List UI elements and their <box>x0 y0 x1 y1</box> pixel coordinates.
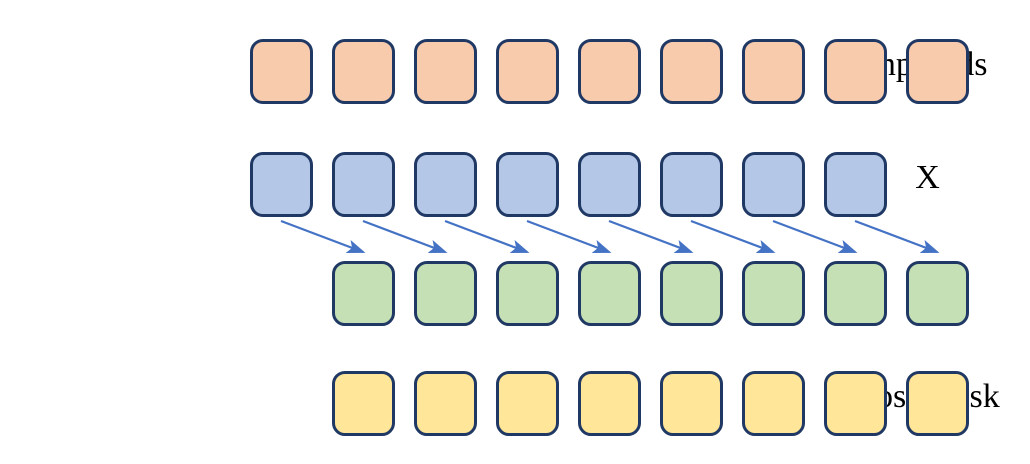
token-box-loss-mask-5 <box>660 371 723 436</box>
token-box-x-7 <box>742 152 805 217</box>
shift-arrow-3 <box>444 219 530 254</box>
shift-arrow-1 <box>280 219 366 254</box>
token-box-y-4 <box>578 261 641 326</box>
token-box-x-5 <box>578 152 641 217</box>
token-box-x-2 <box>332 152 395 217</box>
token-box-loss-mask-1 <box>332 371 395 436</box>
token-box-y-7 <box>824 261 887 326</box>
token-box-loss-mask-6 <box>742 371 805 436</box>
token-box-input-ids-6 <box>660 39 723 104</box>
row-label-x: X <box>915 159 940 196</box>
token-box-loss-mask-3 <box>496 371 559 436</box>
token-box-x-8 <box>824 152 887 217</box>
token-box-y-5 <box>660 261 723 326</box>
shift-arrow-5 <box>608 219 694 254</box>
token-box-input-ids-8 <box>824 39 887 104</box>
shift-arrow-4 <box>526 219 612 254</box>
token-box-y-6 <box>742 261 805 326</box>
token-box-y-8 <box>906 261 969 326</box>
token-box-x-4 <box>496 152 559 217</box>
token-box-loss-mask-8 <box>906 371 969 436</box>
shift-arrow-8 <box>854 219 940 254</box>
arrow-group <box>280 219 940 254</box>
token-box-x-1 <box>250 152 313 217</box>
shift-arrow-6 <box>690 219 776 254</box>
token-box-input-ids-2 <box>332 39 395 104</box>
token-box-x-6 <box>660 152 723 217</box>
token-box-x-3 <box>414 152 477 217</box>
token-box-y-1 <box>332 261 395 326</box>
shift-arrow-7 <box>772 219 858 254</box>
token-box-input-ids-4 <box>496 39 559 104</box>
token-box-input-ids-1 <box>250 39 313 104</box>
token-box-y-3 <box>496 261 559 326</box>
token-box-y-2 <box>414 261 477 326</box>
token-box-input-ids-7 <box>742 39 805 104</box>
token-box-loss-mask-4 <box>578 371 641 436</box>
token-box-loss-mask-2 <box>414 371 477 436</box>
token-box-input-ids-3 <box>414 39 477 104</box>
token-box-input-ids-9 <box>906 39 969 104</box>
shift-arrow-2 <box>362 219 448 254</box>
token-box-input-ids-5 <box>578 39 641 104</box>
token-box-loss-mask-7 <box>824 371 887 436</box>
